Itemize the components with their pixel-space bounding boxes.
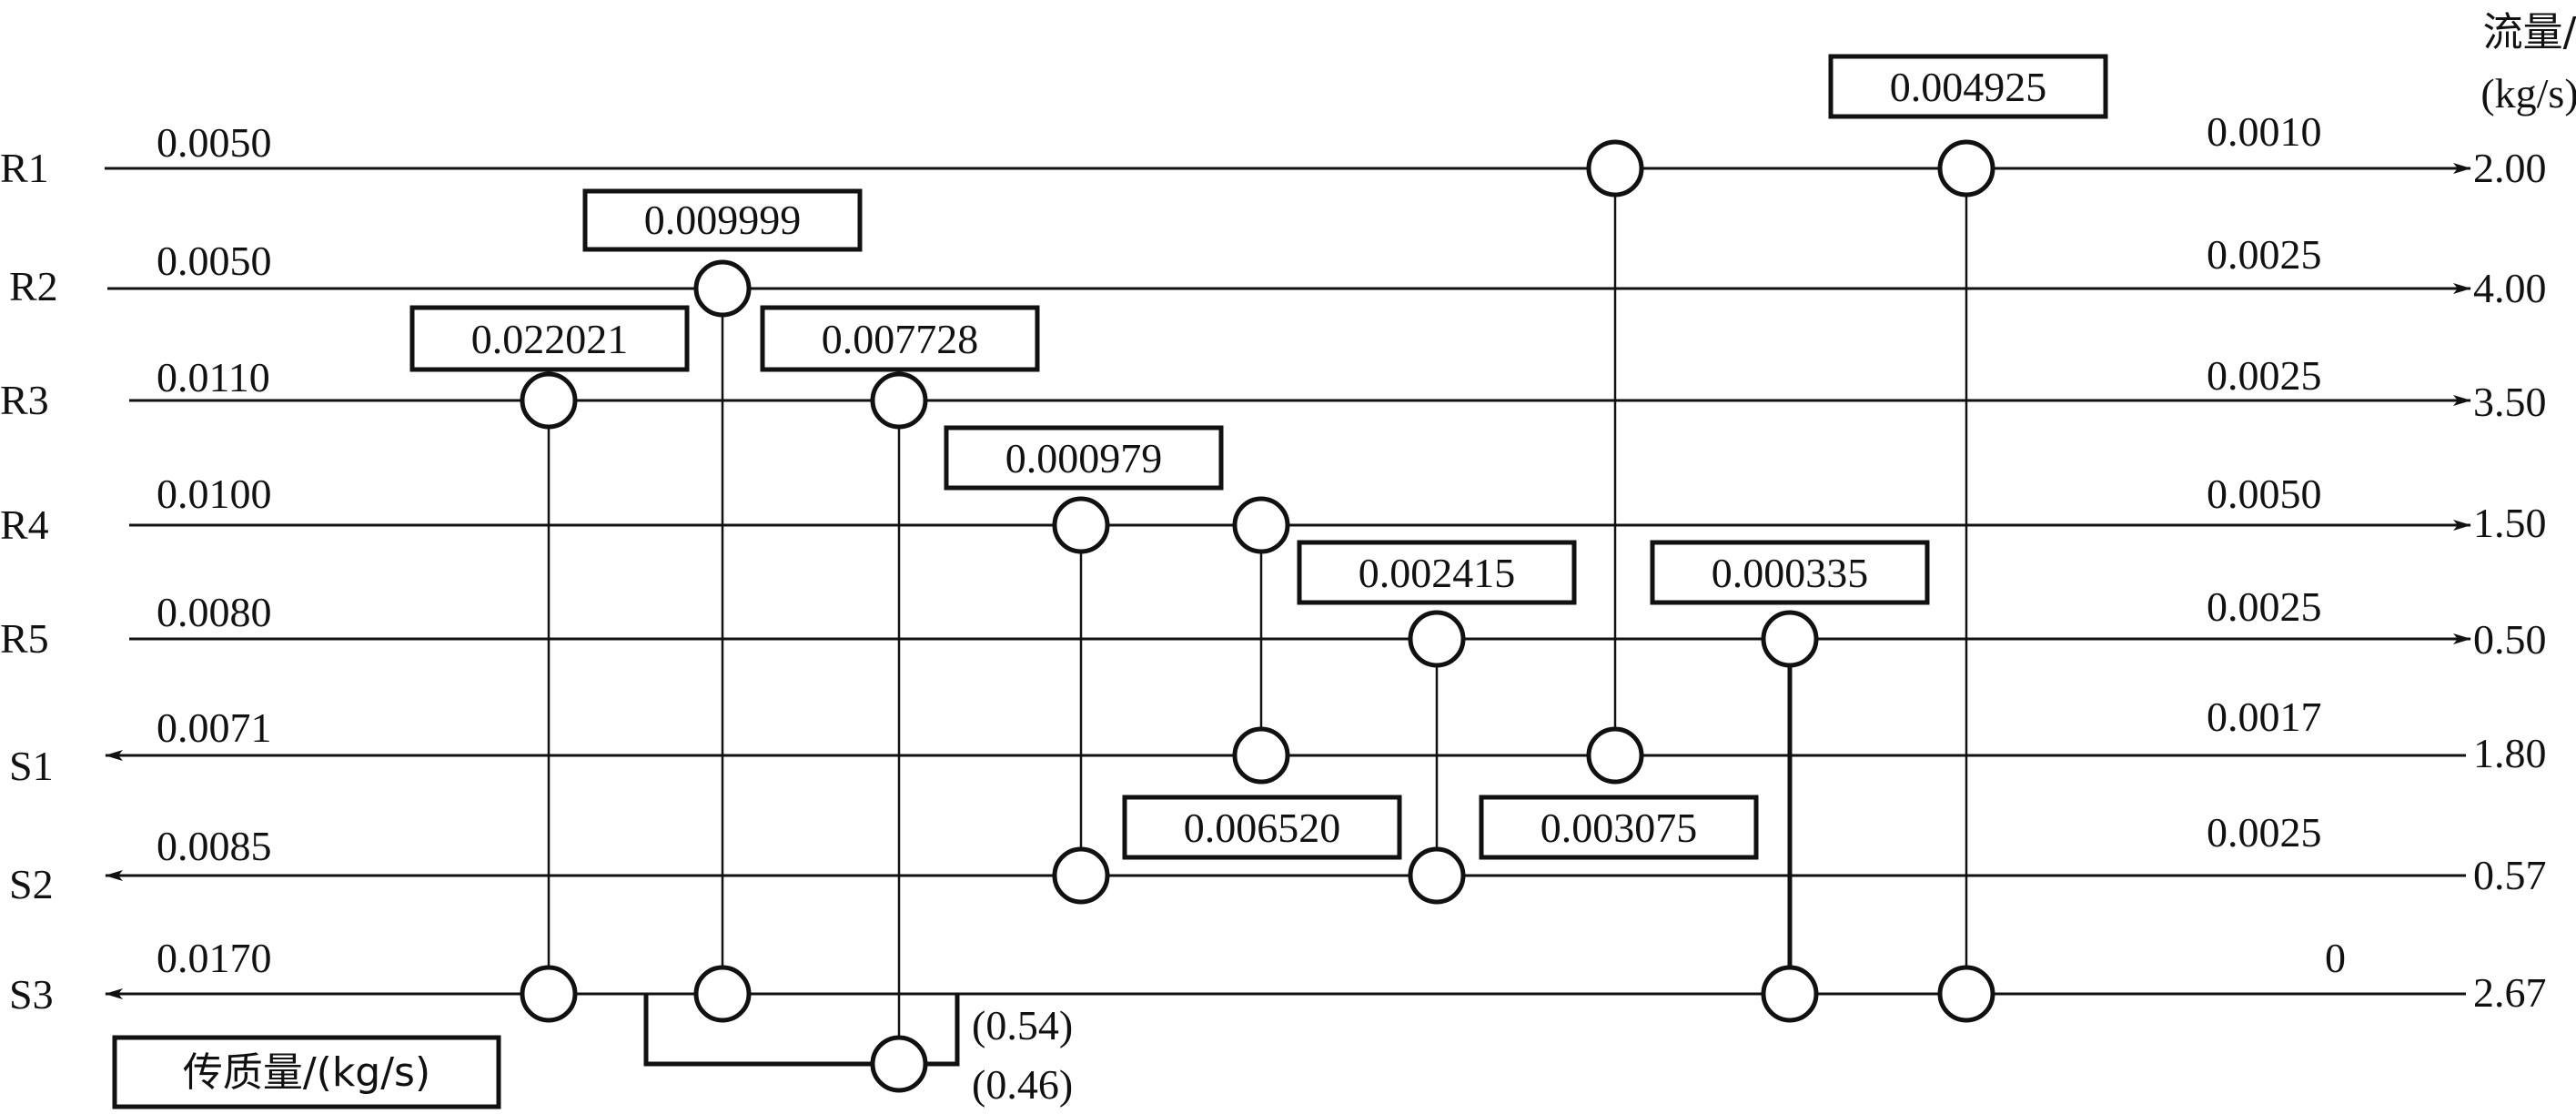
exchanger-node-r3-split-bottom xyxy=(870,1035,928,1093)
outlet-conc-r4: 0.0050 xyxy=(2207,471,2322,517)
load-value-r5-s3: 0.000335 xyxy=(1712,550,1869,596)
stream-label-r5: R5 xyxy=(0,615,49,662)
exchanger-node-r1-s1-bottom xyxy=(1586,726,1644,785)
exchanger-node-r5-s2-bottom xyxy=(1408,846,1466,905)
exchanger-node-r1-s3-bottom xyxy=(1937,965,1995,1023)
exchanger-node-r5-s3-bottom xyxy=(1761,965,1819,1023)
exchanger-node-r3-split-top xyxy=(870,371,928,430)
flow-r4: 1.50 xyxy=(2473,500,2547,546)
flow-s2: 0.57 xyxy=(2473,852,2547,898)
load-box-r5-s3: 0.000335 xyxy=(1650,540,1930,605)
exchanger-node-r3-s3-bottom xyxy=(520,965,578,1023)
load-box-r3-s3-split: 0.007728 xyxy=(760,305,1040,372)
load-value-r2-s3: 0.009999 xyxy=(644,197,802,243)
exchanger-node-r1-s3-top xyxy=(1937,139,1995,197)
load-box-r5-s2: 0.002415 xyxy=(1297,540,1577,605)
load-value-r1-s1: 0.003075 xyxy=(1541,805,1698,851)
load-value-r1-s3: 0.004925 xyxy=(1890,64,2047,110)
load-value-r5-s2: 0.002415 xyxy=(1359,550,1516,596)
outlet-conc-s3: 0 xyxy=(2325,935,2346,981)
load-box-r4-s2: 0.000979 xyxy=(944,425,1224,491)
mass-transfer-label: 传质量/(kg/s) xyxy=(183,1049,430,1096)
exchanger-node-r4-s1-top xyxy=(1232,496,1290,554)
exchanger-node-r1-s1-top xyxy=(1586,139,1644,197)
stream-label-s1: S1 xyxy=(9,743,54,789)
outlet-conc-s1: 0.0017 xyxy=(2207,694,2322,740)
mass-transfer-legend: 传质量/(kg/s) xyxy=(112,1035,501,1109)
outlet-conc-r5: 0.0025 xyxy=(2207,583,2322,630)
exchanger-node-r4-s2-top xyxy=(1052,496,1110,554)
split-ratio-upper: (0.54) xyxy=(972,1002,1073,1048)
load-box-r4-s1: 0.006520 xyxy=(1122,795,1402,860)
flow-r5: 0.50 xyxy=(2473,616,2547,663)
stream-label-s3: S3 xyxy=(9,971,54,1018)
inlet-conc-r2: 0.0050 xyxy=(157,238,272,284)
outlet-conc-r3: 0.0025 xyxy=(2207,352,2322,399)
exchanger-node-r5-s3-top xyxy=(1761,610,1819,668)
load-value-r3-s3-split: 0.007728 xyxy=(822,316,979,362)
inlet-conc-r1: 0.0050 xyxy=(157,119,272,166)
exchanger-node-r5-s2-top xyxy=(1408,610,1466,668)
stream-label-r3: R3 xyxy=(0,377,49,423)
inlet-conc-r5: 0.0080 xyxy=(157,589,272,635)
exchanger-node-r3-s3-top xyxy=(520,371,578,430)
exchanger-node-r2-s3-top xyxy=(693,259,752,318)
flow-r2: 4.00 xyxy=(2473,265,2547,311)
load-box-r1-s1: 0.003075 xyxy=(1479,795,1759,860)
outlet-conc-s2: 0.0025 xyxy=(2207,809,2322,856)
s3-split-branch xyxy=(643,994,960,1067)
stream-label-r2: R2 xyxy=(9,263,58,309)
flow-column-unit: (kg/s) xyxy=(2480,70,2576,116)
exchanger-node-r4-s1-bottom xyxy=(1232,726,1290,785)
load-value-r4-s1: 0.006520 xyxy=(1184,805,1341,851)
split-ratio-lower: (0.46) xyxy=(972,1061,1073,1108)
exchanger-node-r2-s3-bottom xyxy=(693,965,752,1023)
load-box-r1-s3: 0.004925 xyxy=(1828,54,2108,119)
load-box-r3-s3: 0.022021 xyxy=(409,305,690,372)
load-box-r2-s3: 0.009999 xyxy=(582,188,863,252)
stream-label-s2: S2 xyxy=(9,861,54,907)
inlet-conc-r4: 0.0100 xyxy=(157,471,272,517)
flow-r3: 3.50 xyxy=(2473,379,2547,425)
inlet-conc-s2: 0.0085 xyxy=(157,823,272,869)
inlet-conc-s1: 0.0071 xyxy=(157,704,272,751)
load-value-r4-s2: 0.000979 xyxy=(1005,435,1163,481)
outlet-conc-r2: 0.0025 xyxy=(2207,231,2322,278)
inlet-conc-s3: 0.0170 xyxy=(157,935,272,981)
exchanger-node-r4-s2-bottom xyxy=(1052,846,1110,905)
flow-r1: 2.00 xyxy=(2473,145,2547,191)
load-value-r3-s3: 0.022021 xyxy=(471,316,629,362)
flow-s3: 2.67 xyxy=(2473,969,2547,1016)
stream-label-r4: R4 xyxy=(0,501,49,548)
flow-s1: 1.80 xyxy=(2473,730,2547,776)
flow-column-label: 流量/ xyxy=(2483,9,2576,56)
stream-label-r1: R1 xyxy=(0,145,49,191)
inlet-conc-r3: 0.0110 xyxy=(157,354,270,400)
outlet-conc-r1: 0.0010 xyxy=(2207,108,2322,155)
